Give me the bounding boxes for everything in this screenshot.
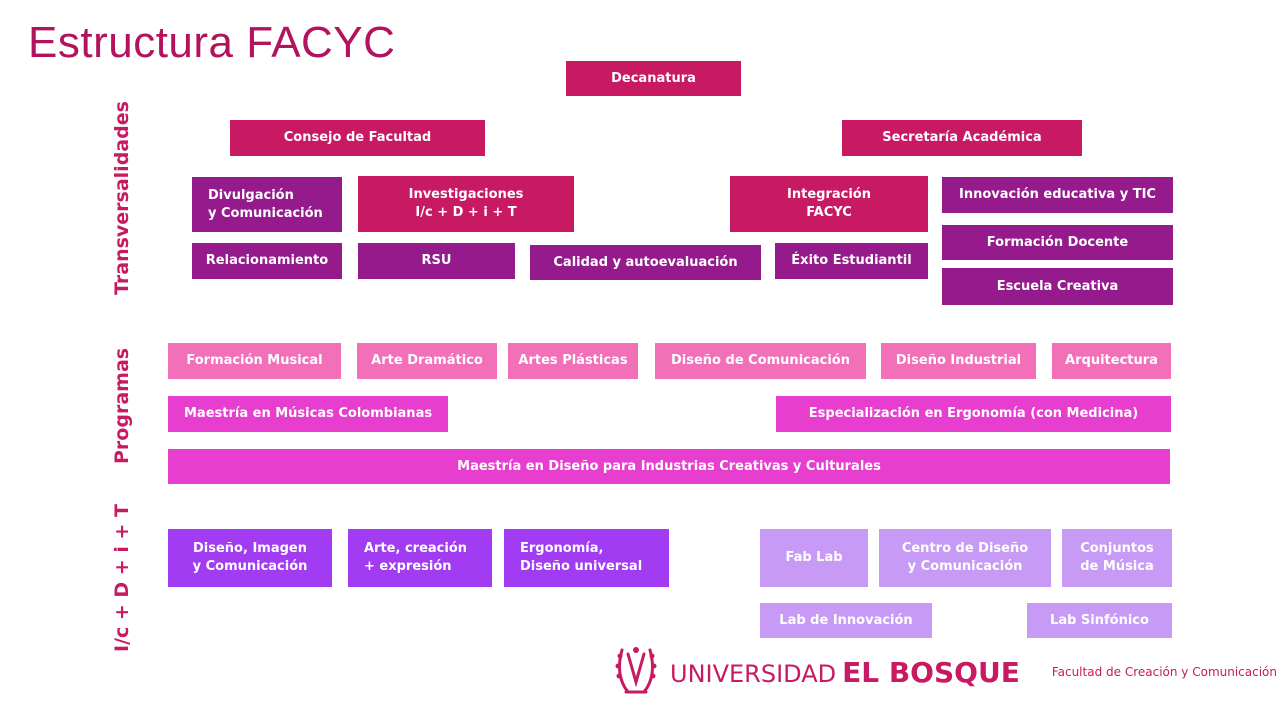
box-diseno-industrial: Diseño Industrial xyxy=(881,343,1036,379)
section-label-icdit: I/c + D + i + T xyxy=(111,504,133,652)
box-lab-innovacion: Lab de Innovación xyxy=(760,603,932,638)
box-rsu: RSU xyxy=(358,243,515,279)
box-exito-estudiantil: Éxito Estudiantil xyxy=(775,243,928,279)
box-arte-dramatico: Arte Dramático xyxy=(357,343,497,379)
box-arte-creacion: Arte, creación + expresión xyxy=(348,529,492,587)
box-maestria-musicas: Maestría en Músicas Colombianas xyxy=(168,396,448,432)
box-maestria-diseno: Maestría en Diseño para Industrias Creat… xyxy=(168,449,1170,484)
box-formacion-musical: Formación Musical xyxy=(168,343,341,379)
box-integracion: Integración FACYC xyxy=(730,176,928,232)
box-conjuntos-musica: Conjuntos de Música xyxy=(1062,529,1172,587)
box-decanatura: Decanatura xyxy=(566,61,741,96)
box-especializacion-ergonomia: Especialización en Ergonomía (con Medici… xyxy=(776,396,1171,432)
box-diseno-imagen: Diseño, Imagen y Comunicación xyxy=(168,529,332,587)
university-word: UNIVERSIDAD xyxy=(670,659,837,688)
box-divulgacion: Divulgación y Comunicación xyxy=(192,177,342,232)
box-formacion-docente: Formación Docente xyxy=(942,225,1173,260)
section-label-programas: Programas xyxy=(111,347,133,464)
box-fab-lab: Fab Lab xyxy=(760,529,868,587)
box-innovacion-educativa: Innovación educativa y TIC xyxy=(942,177,1173,213)
box-secretaria-academica: Secretaría Académica xyxy=(842,120,1082,156)
box-lab-sinfonico: Lab Sinfónico xyxy=(1027,603,1172,638)
el-bosque-word: EL BOSQUE xyxy=(842,655,1020,689)
faculty-name: Facultad de Creación y Comunicación xyxy=(1051,665,1276,679)
box-ergonomia: Ergonomía, Diseño universal xyxy=(504,529,669,587)
box-investigaciones: Investigaciones I/c + D + i + T xyxy=(358,176,574,232)
box-consejo-facultad: Consejo de Facultad xyxy=(230,120,485,156)
box-relacionamiento: Relacionamiento xyxy=(192,243,342,279)
box-arquitectura: Arquitectura xyxy=(1052,343,1171,379)
page-title: Estructura FACYC xyxy=(28,18,396,67)
box-calidad-autoevaluacion: Calidad y autoevaluación xyxy=(530,245,761,280)
box-artes-plasticas: Artes Plásticas xyxy=(508,343,638,379)
box-escuela-creativa: Escuela Creativa xyxy=(942,268,1173,305)
university-crest-icon xyxy=(612,642,660,702)
section-label-transversalidades: Transversalidades xyxy=(111,101,133,295)
box-centro-diseno: Centro de Diseño y Comunicación xyxy=(879,529,1051,587)
box-diseno-comunicacion: Diseño de Comunicación xyxy=(655,343,866,379)
